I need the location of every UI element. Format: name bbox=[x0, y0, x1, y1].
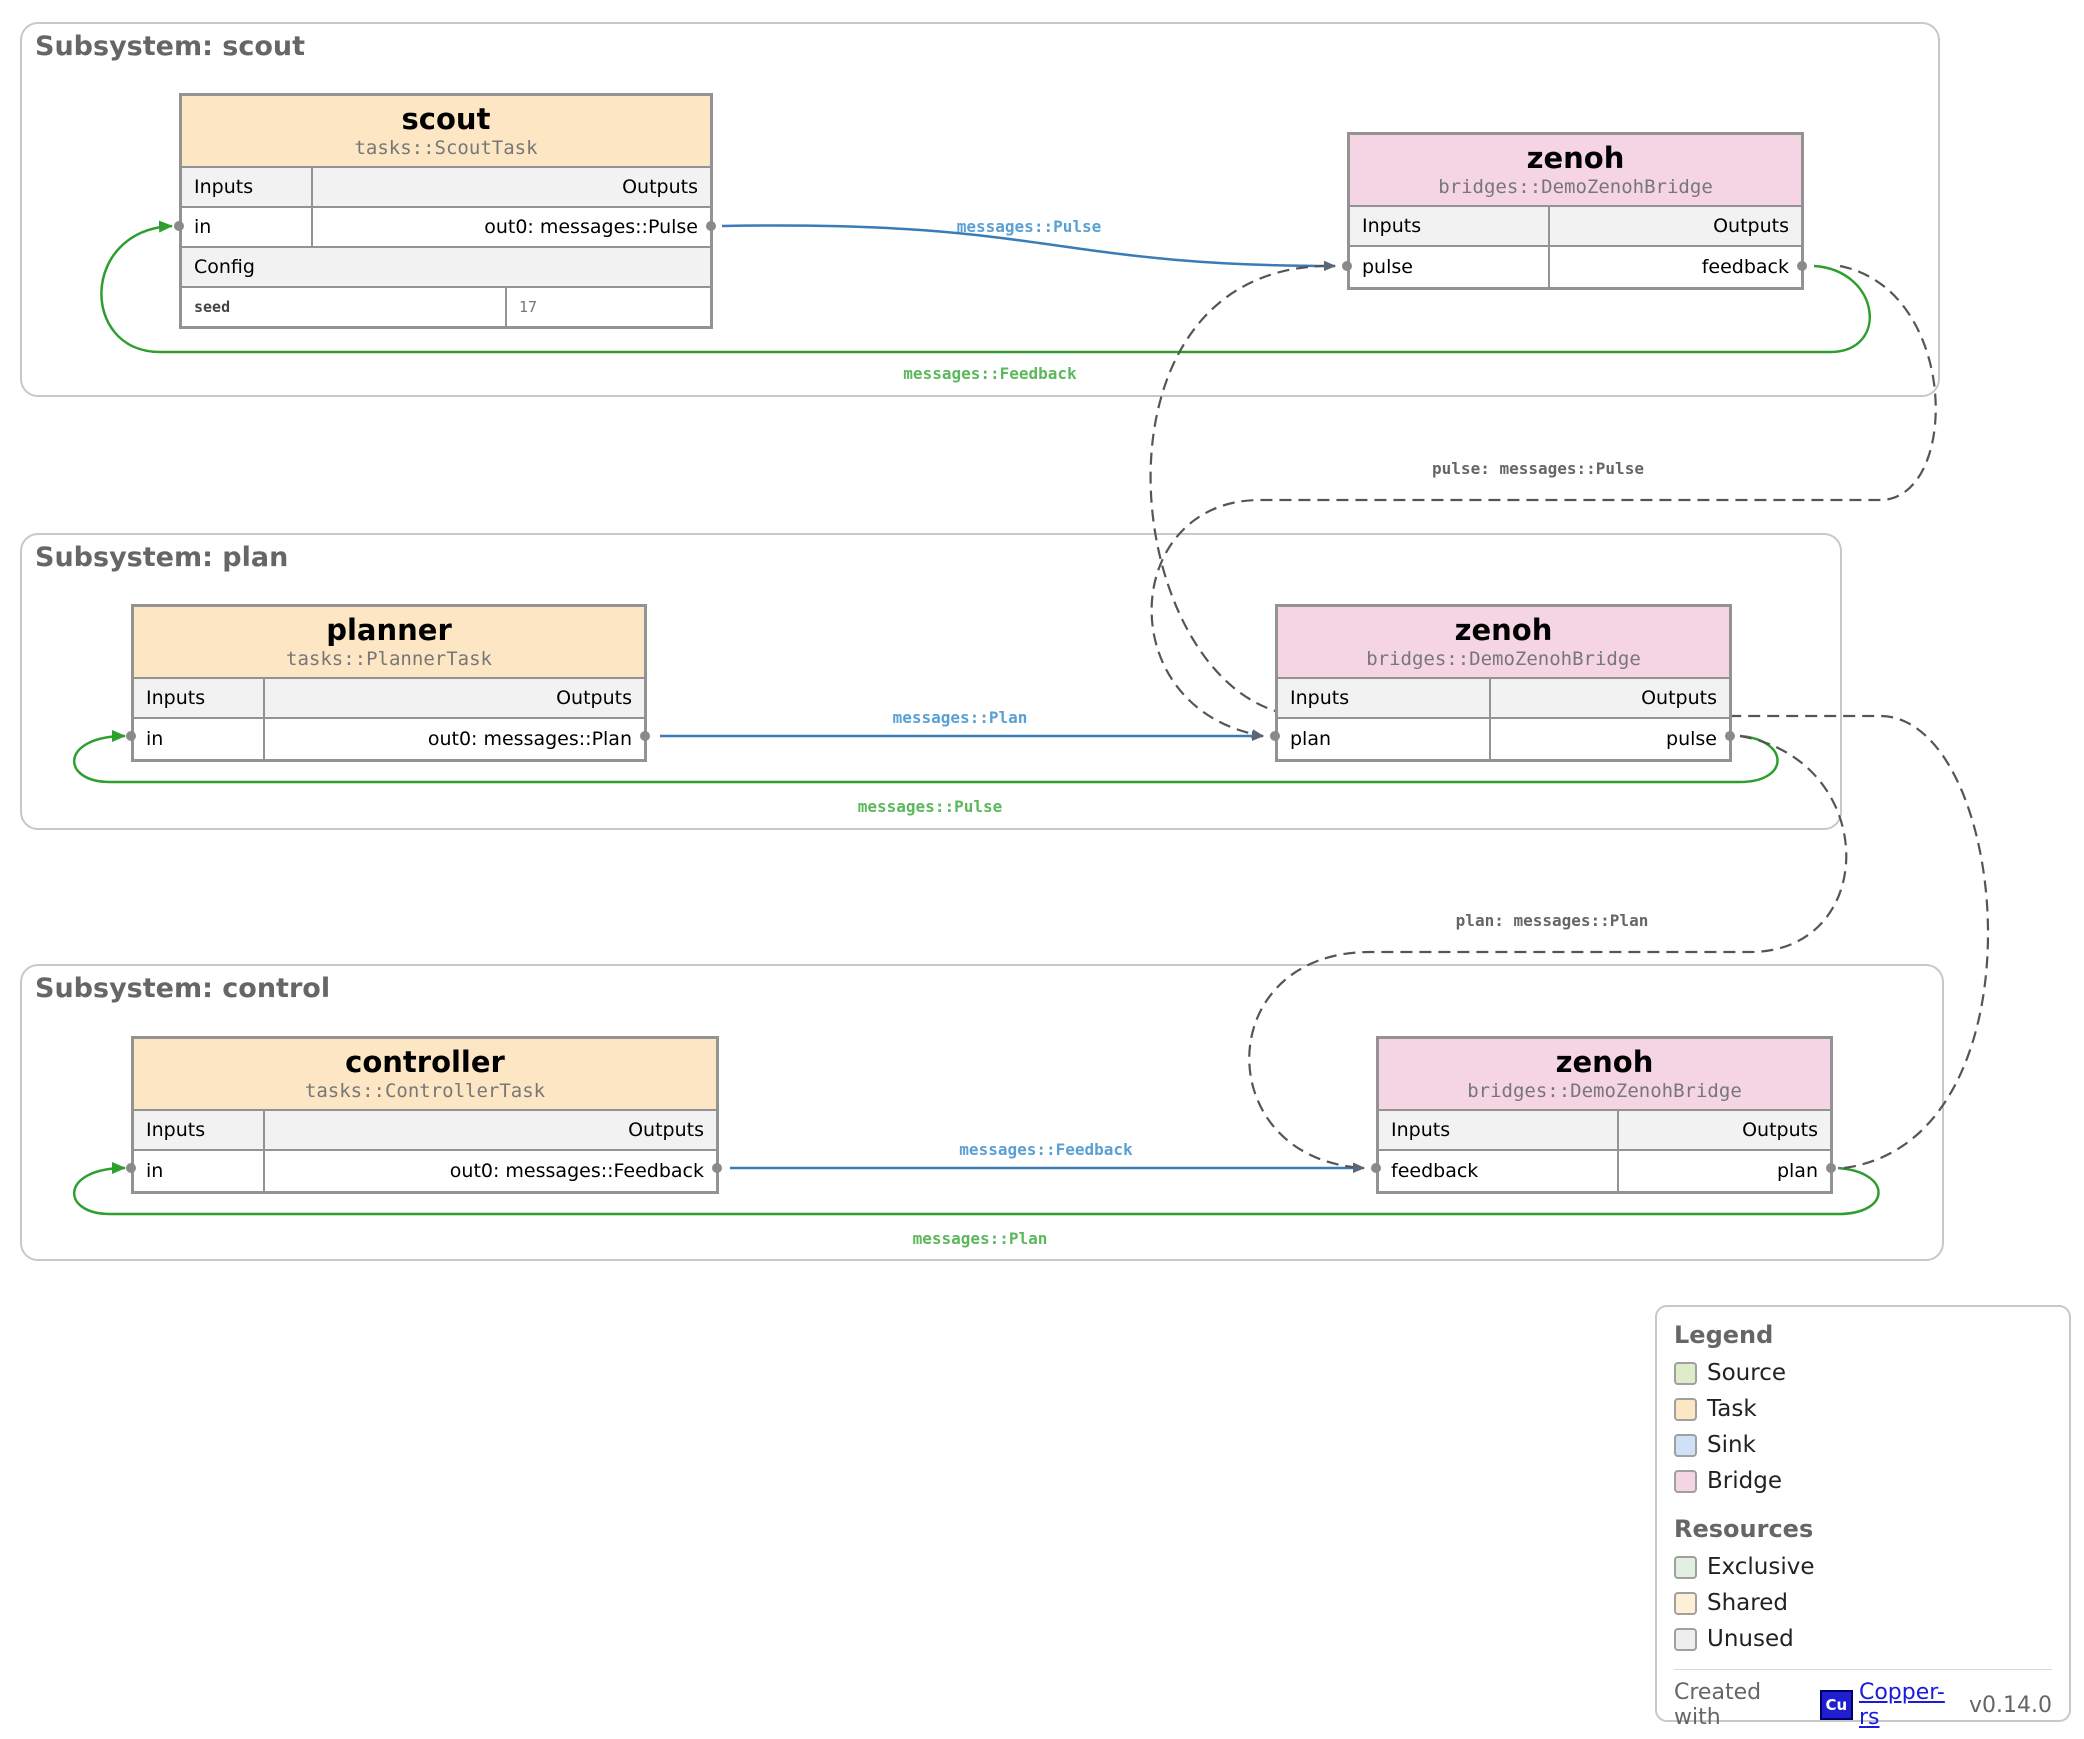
subsystem-title: Subsystem: control bbox=[35, 973, 331, 1004]
inputs-header: Inputs bbox=[134, 1111, 265, 1149]
inputs-header: Inputs bbox=[182, 168, 313, 206]
inputs-header: Inputs bbox=[134, 679, 265, 717]
legend-label: Exclusive bbox=[1707, 1554, 1815, 1580]
node-zenoh-plan[interactable]: zenoh bridges::DemoZenohBridge Inputs Ou… bbox=[1275, 604, 1732, 762]
legend-item-exclusive: Exclusive bbox=[1674, 1549, 2052, 1585]
input-port-in[interactable]: in bbox=[134, 1151, 265, 1191]
legend-title: Legend bbox=[1674, 1321, 1774, 1349]
port-dot bbox=[640, 731, 650, 741]
config-value: 17 bbox=[519, 298, 538, 316]
copper-logo-icon: Cu bbox=[1819, 1690, 1853, 1720]
port-dot bbox=[1270, 731, 1280, 741]
legend-panel: Legend Source Task Sink Bridge Resources… bbox=[1655, 1305, 2071, 1730]
legend-label: Bridge bbox=[1707, 1468, 1782, 1494]
legend-label: Task bbox=[1707, 1396, 1757, 1422]
edge-label-cross-plan: plan: messages::Plan bbox=[1456, 911, 1649, 930]
outputs-header: Outputs bbox=[1550, 207, 1801, 245]
node-type: tasks::PlannerTask bbox=[286, 648, 492, 670]
legend-item-source: Source bbox=[1674, 1355, 2052, 1391]
subsystem-title: Subsystem: plan bbox=[35, 542, 289, 573]
port-dot bbox=[1725, 731, 1735, 741]
legend-label: Unused bbox=[1707, 1626, 1794, 1652]
footer-prefix: Created with bbox=[1674, 1680, 1762, 1730]
legend-item-unused: Unused bbox=[1674, 1621, 2052, 1657]
outputs-header: Outputs bbox=[313, 168, 710, 206]
node-name: zenoh bbox=[1555, 1045, 1654, 1079]
subsystem-plan: Subsystem: plan bbox=[20, 533, 1842, 830]
edge-label-cross-pulse: pulse: messages::Pulse bbox=[1432, 459, 1644, 478]
legend-item-sink: Sink bbox=[1674, 1427, 2052, 1463]
node-scout[interactable]: scout tasks::ScoutTask Inputs Outputs in… bbox=[179, 93, 713, 329]
legend-item-bridge: Bridge bbox=[1674, 1463, 2052, 1499]
port-dot bbox=[126, 1163, 136, 1173]
input-port-feedback[interactable]: feedback bbox=[1379, 1151, 1619, 1191]
port-dot bbox=[126, 731, 136, 741]
output-port-pulse[interactable]: pulse bbox=[1666, 728, 1717, 750]
config-key: seed bbox=[182, 288, 507, 326]
config-header: Config bbox=[182, 248, 710, 288]
legend-item-shared: Shared bbox=[1674, 1585, 2052, 1621]
output-port-feedback[interactable]: feedback bbox=[1701, 256, 1789, 278]
input-port-pulse[interactable]: pulse bbox=[1350, 247, 1550, 287]
port-dot bbox=[1342, 261, 1352, 271]
legend-label: Source bbox=[1707, 1360, 1786, 1386]
inputs-header: Inputs bbox=[1350, 207, 1550, 245]
outputs-header: Outputs bbox=[1619, 1111, 1830, 1149]
outputs-header: Outputs bbox=[265, 1111, 716, 1149]
swatch bbox=[1674, 1433, 1697, 1457]
node-type: bridges::DemoZenohBridge bbox=[1366, 648, 1641, 670]
input-port-in[interactable]: in bbox=[134, 719, 265, 759]
node-type: tasks::ScoutTask bbox=[354, 137, 538, 159]
outputs-header: Outputs bbox=[1491, 679, 1729, 717]
swatch bbox=[1674, 1591, 1697, 1615]
port-dot bbox=[174, 221, 184, 231]
node-name: controller bbox=[345, 1045, 505, 1079]
legend-label: Shared bbox=[1707, 1590, 1788, 1616]
subsystem-title: Subsystem: scout bbox=[35, 31, 306, 62]
node-name: planner bbox=[326, 613, 452, 647]
subsystem-scout: Subsystem: scout bbox=[20, 22, 1940, 397]
inputs-header: Inputs bbox=[1379, 1111, 1619, 1149]
node-name: zenoh bbox=[1454, 613, 1553, 647]
swatch bbox=[1674, 1397, 1697, 1421]
port-dot bbox=[1797, 261, 1807, 271]
node-controller[interactable]: controller tasks::ControllerTask Inputs … bbox=[131, 1036, 719, 1194]
input-port-in[interactable]: in bbox=[182, 208, 313, 246]
node-name: scout bbox=[401, 102, 491, 136]
swatch bbox=[1674, 1555, 1697, 1579]
copper-rs-link[interactable]: Copper-rs bbox=[1858, 1680, 1945, 1730]
output-port-out0[interactable]: out0: messages::Plan bbox=[427, 728, 632, 750]
legend-label: Sink bbox=[1707, 1432, 1756, 1458]
subsystem-control: Subsystem: control bbox=[20, 964, 1944, 1261]
inputs-header: Inputs bbox=[1278, 679, 1491, 717]
legend-footer: Created with Cu Copper-rs v0.14.0 bbox=[1674, 1669, 2052, 1730]
legend-item-task: Task bbox=[1674, 1391, 2052, 1427]
resources-title: Resources bbox=[1674, 1515, 1814, 1543]
node-type: bridges::DemoZenohBridge bbox=[1467, 1080, 1742, 1102]
node-zenoh-control[interactable]: zenoh bridges::DemoZenohBridge Inputs Ou… bbox=[1376, 1036, 1833, 1194]
node-type: tasks::ControllerTask bbox=[304, 1080, 546, 1102]
swatch bbox=[1674, 1361, 1697, 1385]
swatch bbox=[1674, 1469, 1697, 1493]
port-dot bbox=[706, 221, 716, 231]
output-port-out0[interactable]: out0: messages::Pulse bbox=[484, 216, 698, 238]
node-planner[interactable]: planner tasks::PlannerTask Inputs Output… bbox=[131, 604, 647, 762]
outputs-header: Outputs bbox=[265, 679, 644, 717]
swatch bbox=[1674, 1627, 1697, 1651]
port-dot bbox=[712, 1163, 722, 1173]
output-port-out0[interactable]: out0: messages::Feedback bbox=[449, 1160, 704, 1182]
port-dot bbox=[1826, 1163, 1836, 1173]
node-name: zenoh bbox=[1526, 141, 1625, 175]
output-port-plan[interactable]: plan bbox=[1776, 1160, 1818, 1182]
node-zenoh-scout[interactable]: zenoh bridges::DemoZenohBridge Inputs Ou… bbox=[1347, 132, 1804, 290]
input-port-plan[interactable]: plan bbox=[1278, 719, 1491, 759]
version-text: v0.14.0 bbox=[1969, 1692, 2052, 1718]
node-type: bridges::DemoZenohBridge bbox=[1438, 176, 1713, 198]
port-dot bbox=[1371, 1163, 1381, 1173]
